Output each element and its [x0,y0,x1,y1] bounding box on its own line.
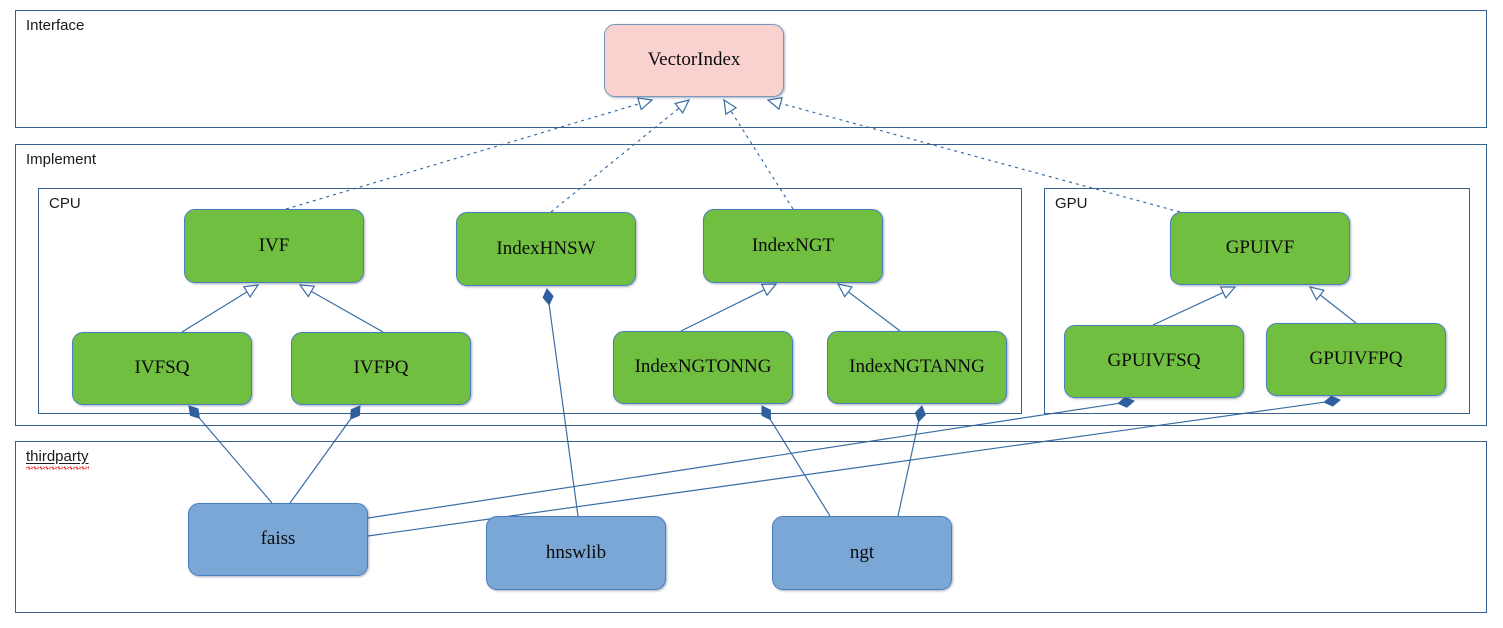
node-label: ngt [849,541,875,563]
node-ivf[interactable]: IVF [184,209,364,283]
node-label: IVFPQ [353,357,409,379]
node-gpuivf[interactable]: GPUIVF [1170,212,1350,285]
container-cpu: CPU [38,188,1022,414]
node-indexngt[interactable]: IndexNGT [703,209,883,283]
node-label: hnswlib [545,541,607,563]
node-ivfpq[interactable]: IVFPQ [291,332,471,405]
node-label: VectorIndex [647,49,741,71]
node-ivfsq[interactable]: IVFSQ [72,332,252,405]
container-label-interface: Interface [26,17,85,34]
container-interface: Interface [15,10,1487,128]
node-label: IndexNGT [751,234,835,256]
container-thirdparty: thirdparty [15,441,1487,613]
spellcheck-underline [26,466,89,470]
node-label: IndexNGTONNG [634,356,772,378]
node-indexhnsw[interactable]: IndexHNSW [456,212,636,286]
node-gpuivfsq[interactable]: GPUIVFSQ [1064,325,1244,398]
node-label: IndexHNSW [496,237,596,259]
node-label: IVFSQ [134,357,190,379]
container-implement: Implement [15,144,1487,426]
container-label-thirdparty: thirdparty [26,448,89,470]
node-label: IVF [258,234,290,256]
node-vectorindex[interactable]: VectorIndex [604,24,784,97]
container-label-implement: Implement [26,151,97,168]
node-indexngtanng[interactable]: IndexNGTANNG [827,331,1007,404]
node-label: GPUIVFPQ [1309,348,1403,370]
node-label: GPUIVFSQ [1107,350,1201,372]
node-hnswlib[interactable]: hnswlib [486,516,666,590]
node-label: GPUIVF [1225,237,1295,259]
node-label: IndexNGTANNG [849,356,985,378]
node-ngt[interactable]: ngt [772,516,952,590]
node-faiss[interactable]: faiss [188,503,368,576]
container-label-cpu: CPU [49,195,81,212]
container-label-gpu: GPU [1055,195,1088,212]
node-label: faiss [260,528,296,550]
node-gpuivfpq[interactable]: GPUIVFPQ [1266,323,1446,396]
container-gpu: GPU [1044,188,1470,414]
node-indexngtonng[interactable]: IndexNGTONNG [613,331,793,404]
